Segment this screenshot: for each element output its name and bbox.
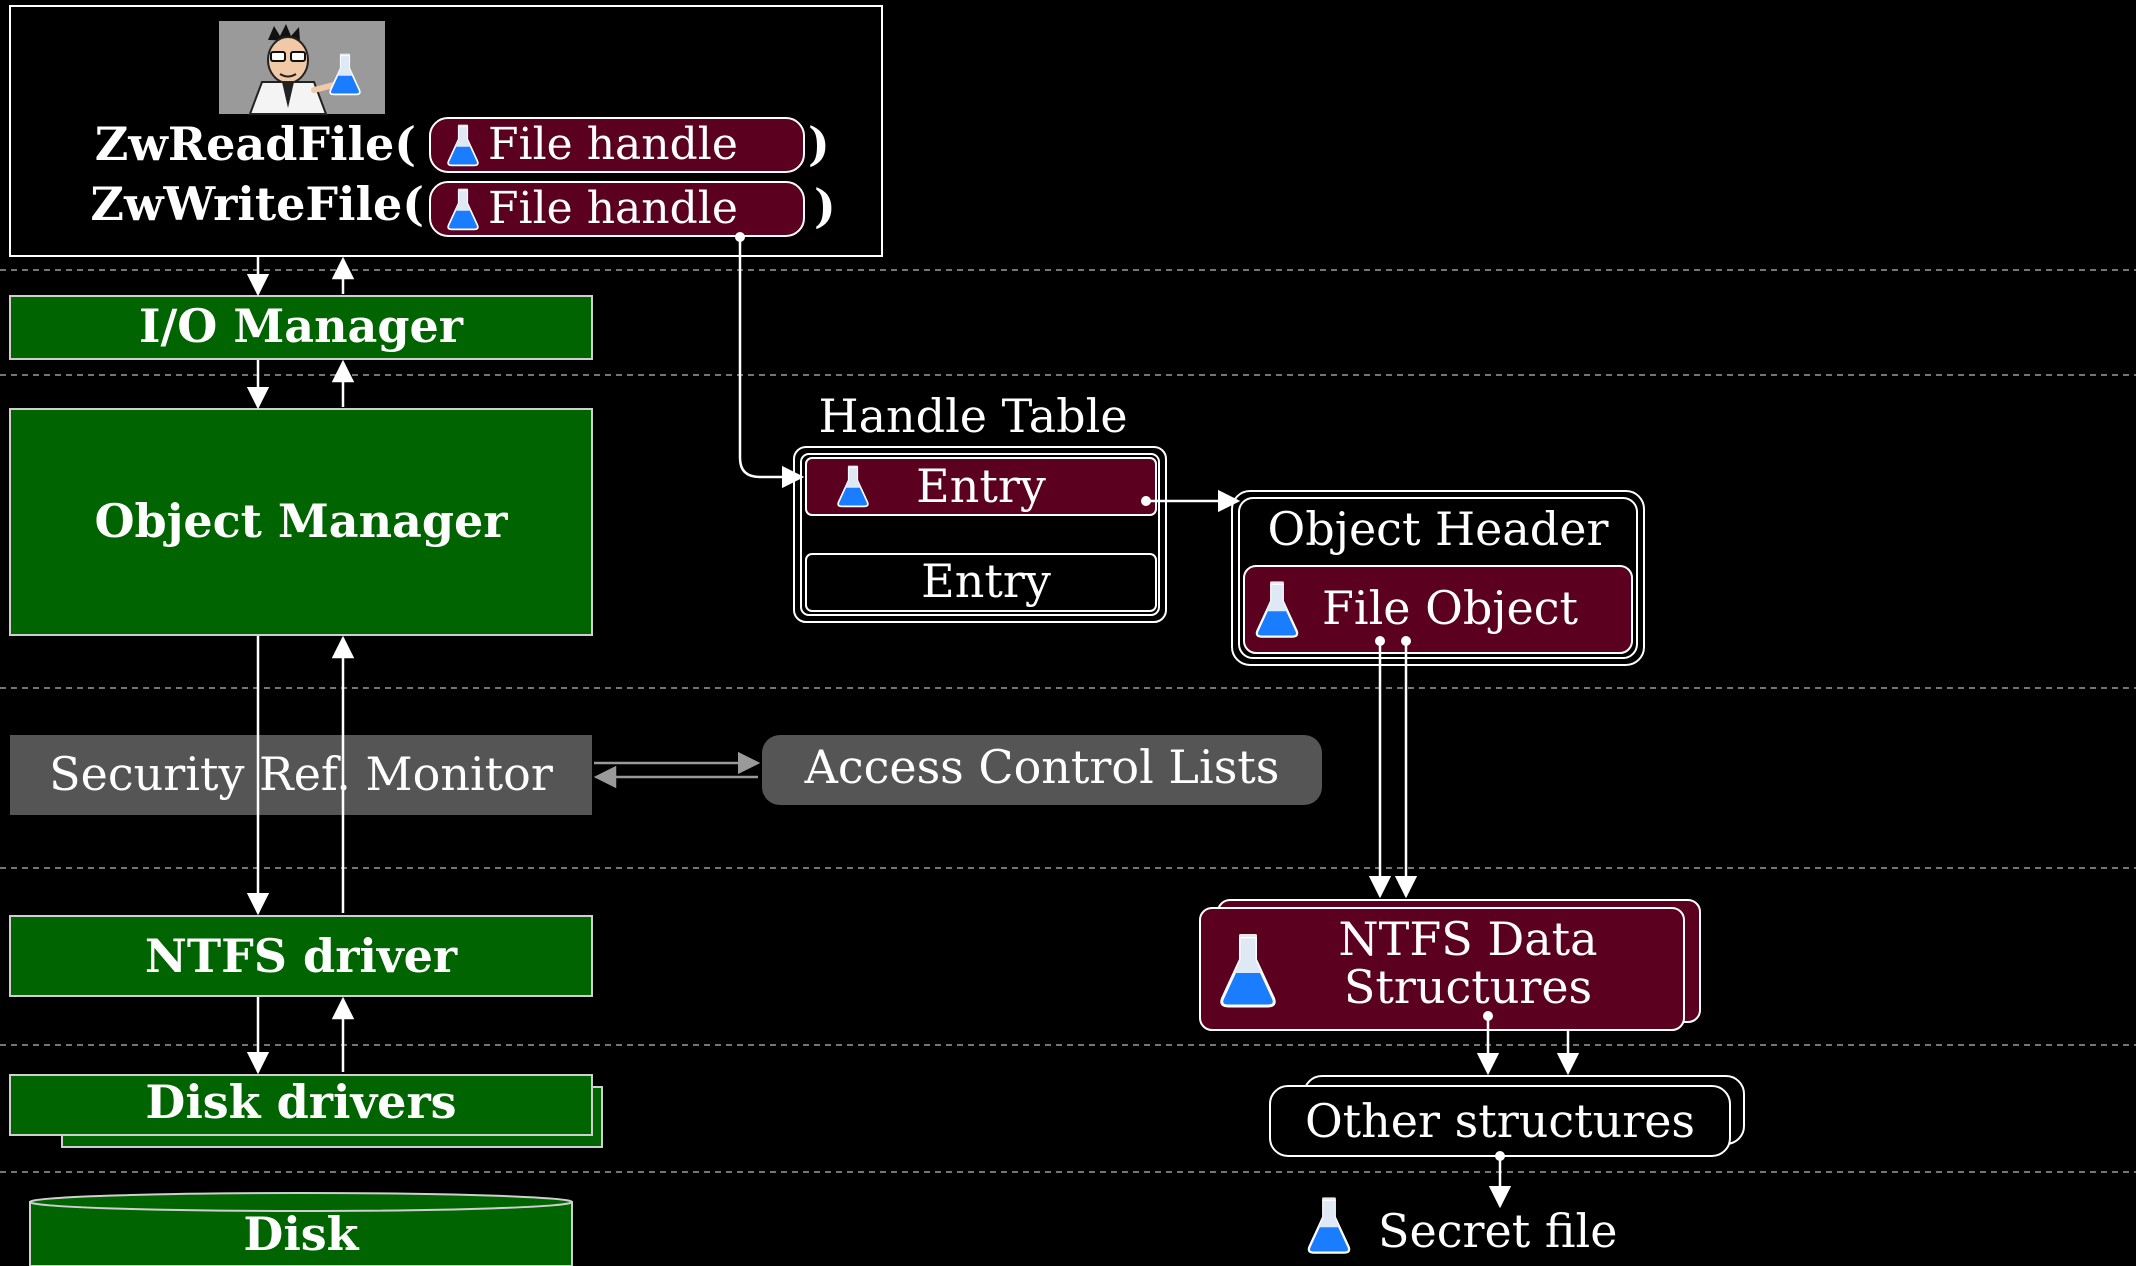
read-close-paren: ) [808,117,830,171]
ntfs-data-label-line-2: Structures [1344,960,1592,1014]
disk-cylinder-top [29,1192,573,1212]
handle-table: Handle Table Entry Entry [793,389,1167,623]
file-object-box[interactable] [1243,565,1633,654]
security-monitor-layer: Security Ref. Monitor [10,735,592,815]
disk-drivers-box[interactable] [9,1074,593,1136]
other-structures: Other structures [1269,1075,1745,1157]
handle-table-entry-2-label: Entry [921,554,1051,608]
entry-to-object-arrow [1141,489,1241,513]
scientist-avatar-icon [219,21,385,115]
ntfs-data-structures: NTFS Data Structures [1199,899,1701,1031]
disk-drivers-layer: Disk drivers [9,1074,603,1148]
handle-table-entry-1-label: Entry [916,459,1046,513]
ntfs-to-other-arrows [1476,1011,1580,1076]
zwreadfile-label: ZwReadFile( [95,117,416,171]
other-to-secret-arrow [1488,1151,1512,1209]
disk-layer: Disk [29,1192,573,1266]
security-monitor-box[interactable] [10,735,592,815]
acl-box[interactable] [762,735,1322,805]
security-monitor-label: Security Ref. Monitor [49,747,553,801]
ntfs-data-label-line-1: NTFS Data [1338,912,1597,966]
ntfs-driver-label: NTFS driver [145,929,458,983]
io-manager-layer: I/O Manager [9,295,593,360]
object-manager-label: Object Manager [94,494,508,548]
security-acl-arrows [593,751,761,789]
ntfs-driver-layer: NTFS driver [9,915,593,997]
io-manager-label: I/O Manager [139,299,464,353]
handle-to-entry-arrow [735,232,805,489]
write-close-paren: ) [814,179,836,233]
acl-node: Access Control Lists [762,735,1322,805]
handle-table-entry-1[interactable] [805,457,1157,516]
read-file-handle-label: File handle [488,119,738,170]
disk-drivers-label: Disk drivers [145,1075,456,1129]
file-object-label: File Object [1322,581,1579,635]
other-structures-label: Other structures [1305,1094,1695,1148]
acl-label: Access Control Lists [804,740,1280,794]
layer-separators [0,269,2136,1173]
handle-table-title: Handle Table [818,389,1127,443]
handle-table-entry-2[interactable] [805,553,1157,612]
zwwritefile-label: ZwWriteFile( [90,177,424,231]
object-manager-box[interactable] [9,408,593,636]
layer-arrows [246,256,355,1075]
object-header: Object Header File Object [1231,490,1645,666]
disk-label: Disk [243,1207,359,1261]
file-object-to-ntfs-arrows [1368,636,1418,899]
arrow-handle-to-entry [738,237,805,489]
write-file-handle-pill[interactable] [429,181,805,237]
object-header-title: Object Header [1268,502,1609,556]
secret-file: Secret file [1307,1196,1617,1258]
ntfs-data-box[interactable] [1199,907,1685,1031]
api-call-box: ZwReadFile( File handle ) ZwWriteFile( F… [9,5,883,257]
ntfs-driver-box[interactable] [9,915,593,997]
io-manager-box[interactable] [9,295,593,360]
write-file-handle-label: File handle [488,183,738,234]
secret-file-label[interactable]: Secret file [1378,1204,1617,1258]
flask-icon [1307,1196,1351,1254]
read-file-handle-pill[interactable] [429,117,805,173]
object-manager-layer: Object Manager [9,408,593,636]
